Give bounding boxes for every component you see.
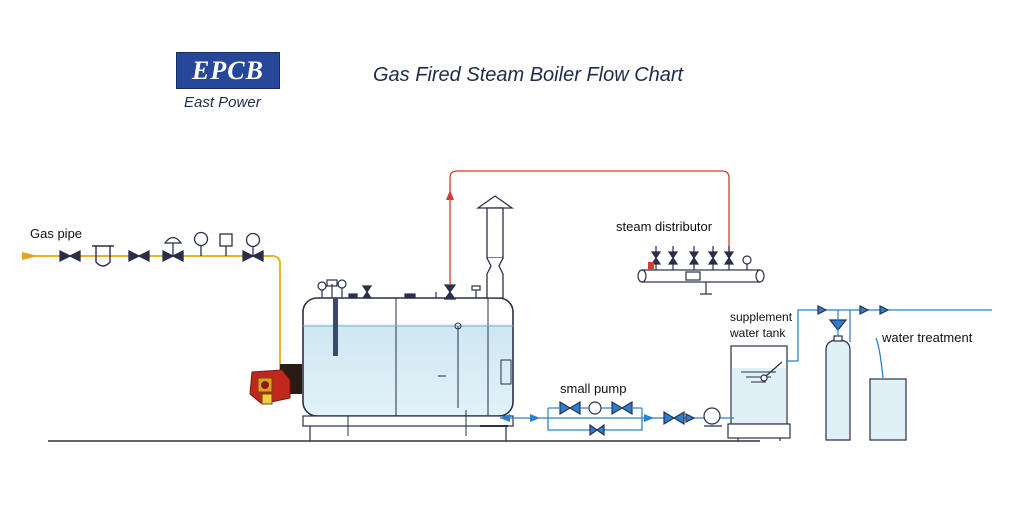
supplement-label-line1: supplement bbox=[730, 310, 793, 324]
chimney bbox=[475, 195, 515, 299]
pressure-gauge-icon bbox=[193, 231, 209, 256]
boiler-base bbox=[302, 415, 514, 427]
water-level-gauge bbox=[333, 298, 338, 356]
water-softener bbox=[817, 305, 890, 441]
small-pump-label: small pump bbox=[560, 381, 627, 396]
steam-outlet-valve-icon bbox=[443, 284, 457, 300]
gas-filter-icon bbox=[92, 245, 114, 267]
gas-valve-icon bbox=[128, 249, 150, 263]
gas-inlet-arrow bbox=[22, 252, 38, 260]
company-name: East Power bbox=[184, 94, 261, 111]
company-logo: EPCB bbox=[176, 52, 280, 89]
steam-distributor bbox=[637, 246, 765, 295]
boiler-top-fittings bbox=[317, 279, 502, 299]
pressure-switch-icon bbox=[219, 233, 233, 256]
brine-tank bbox=[869, 378, 907, 441]
steam-distributor-label: steam distributor bbox=[616, 219, 713, 234]
gas-valve-icon bbox=[59, 249, 81, 263]
gas-pipe-line bbox=[22, 252, 281, 380]
supplement-water-tank bbox=[727, 345, 791, 441]
feed-pump bbox=[663, 407, 722, 427]
burner bbox=[249, 364, 302, 405]
page-title: Gas Fired Steam Boiler Flow Chart bbox=[373, 64, 684, 86]
boiler-body bbox=[302, 297, 514, 441]
logo-text: EPCB bbox=[192, 55, 264, 85]
supplement-water-tank-label: supplement water tank bbox=[730, 309, 792, 341]
gas-regulator-icon bbox=[162, 236, 184, 263]
supplement-label-line2: water tank bbox=[730, 326, 786, 340]
small-pump-group bbox=[547, 400, 643, 437]
gas-pipe-label: Gas pipe bbox=[30, 226, 83, 241]
water-treatment-label: water treatment bbox=[882, 330, 973, 345]
steam-line bbox=[446, 170, 730, 285]
gas-solenoid-valve-icon bbox=[242, 232, 264, 263]
